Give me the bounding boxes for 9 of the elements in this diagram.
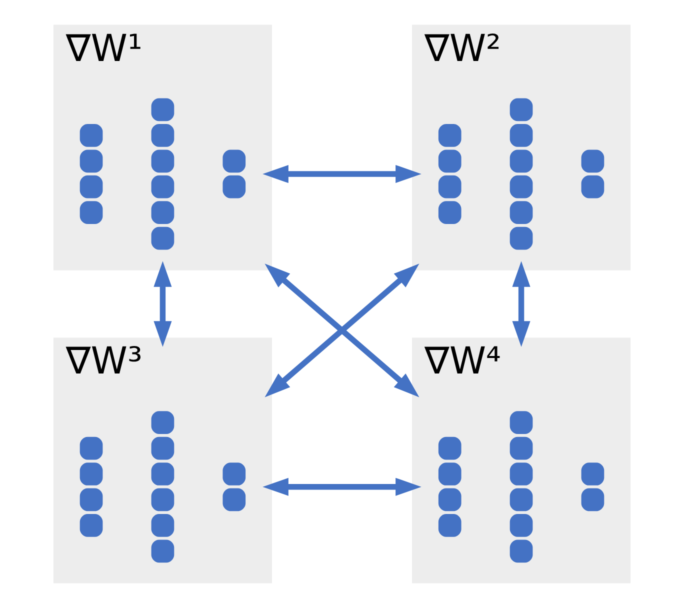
arrow bbox=[153, 261, 172, 347]
cluster: ∇W³ bbox=[52, 338, 272, 584]
cluster: ∇W² bbox=[412, 24, 630, 270]
cluster: ∇W¹ bbox=[52, 24, 272, 270]
arrow bbox=[262, 478, 421, 496]
arrow bbox=[262, 164, 421, 184]
cluster: ∇W⁴ bbox=[412, 338, 630, 584]
arrow bbox=[264, 264, 419, 398]
arrow bbox=[512, 261, 530, 347]
